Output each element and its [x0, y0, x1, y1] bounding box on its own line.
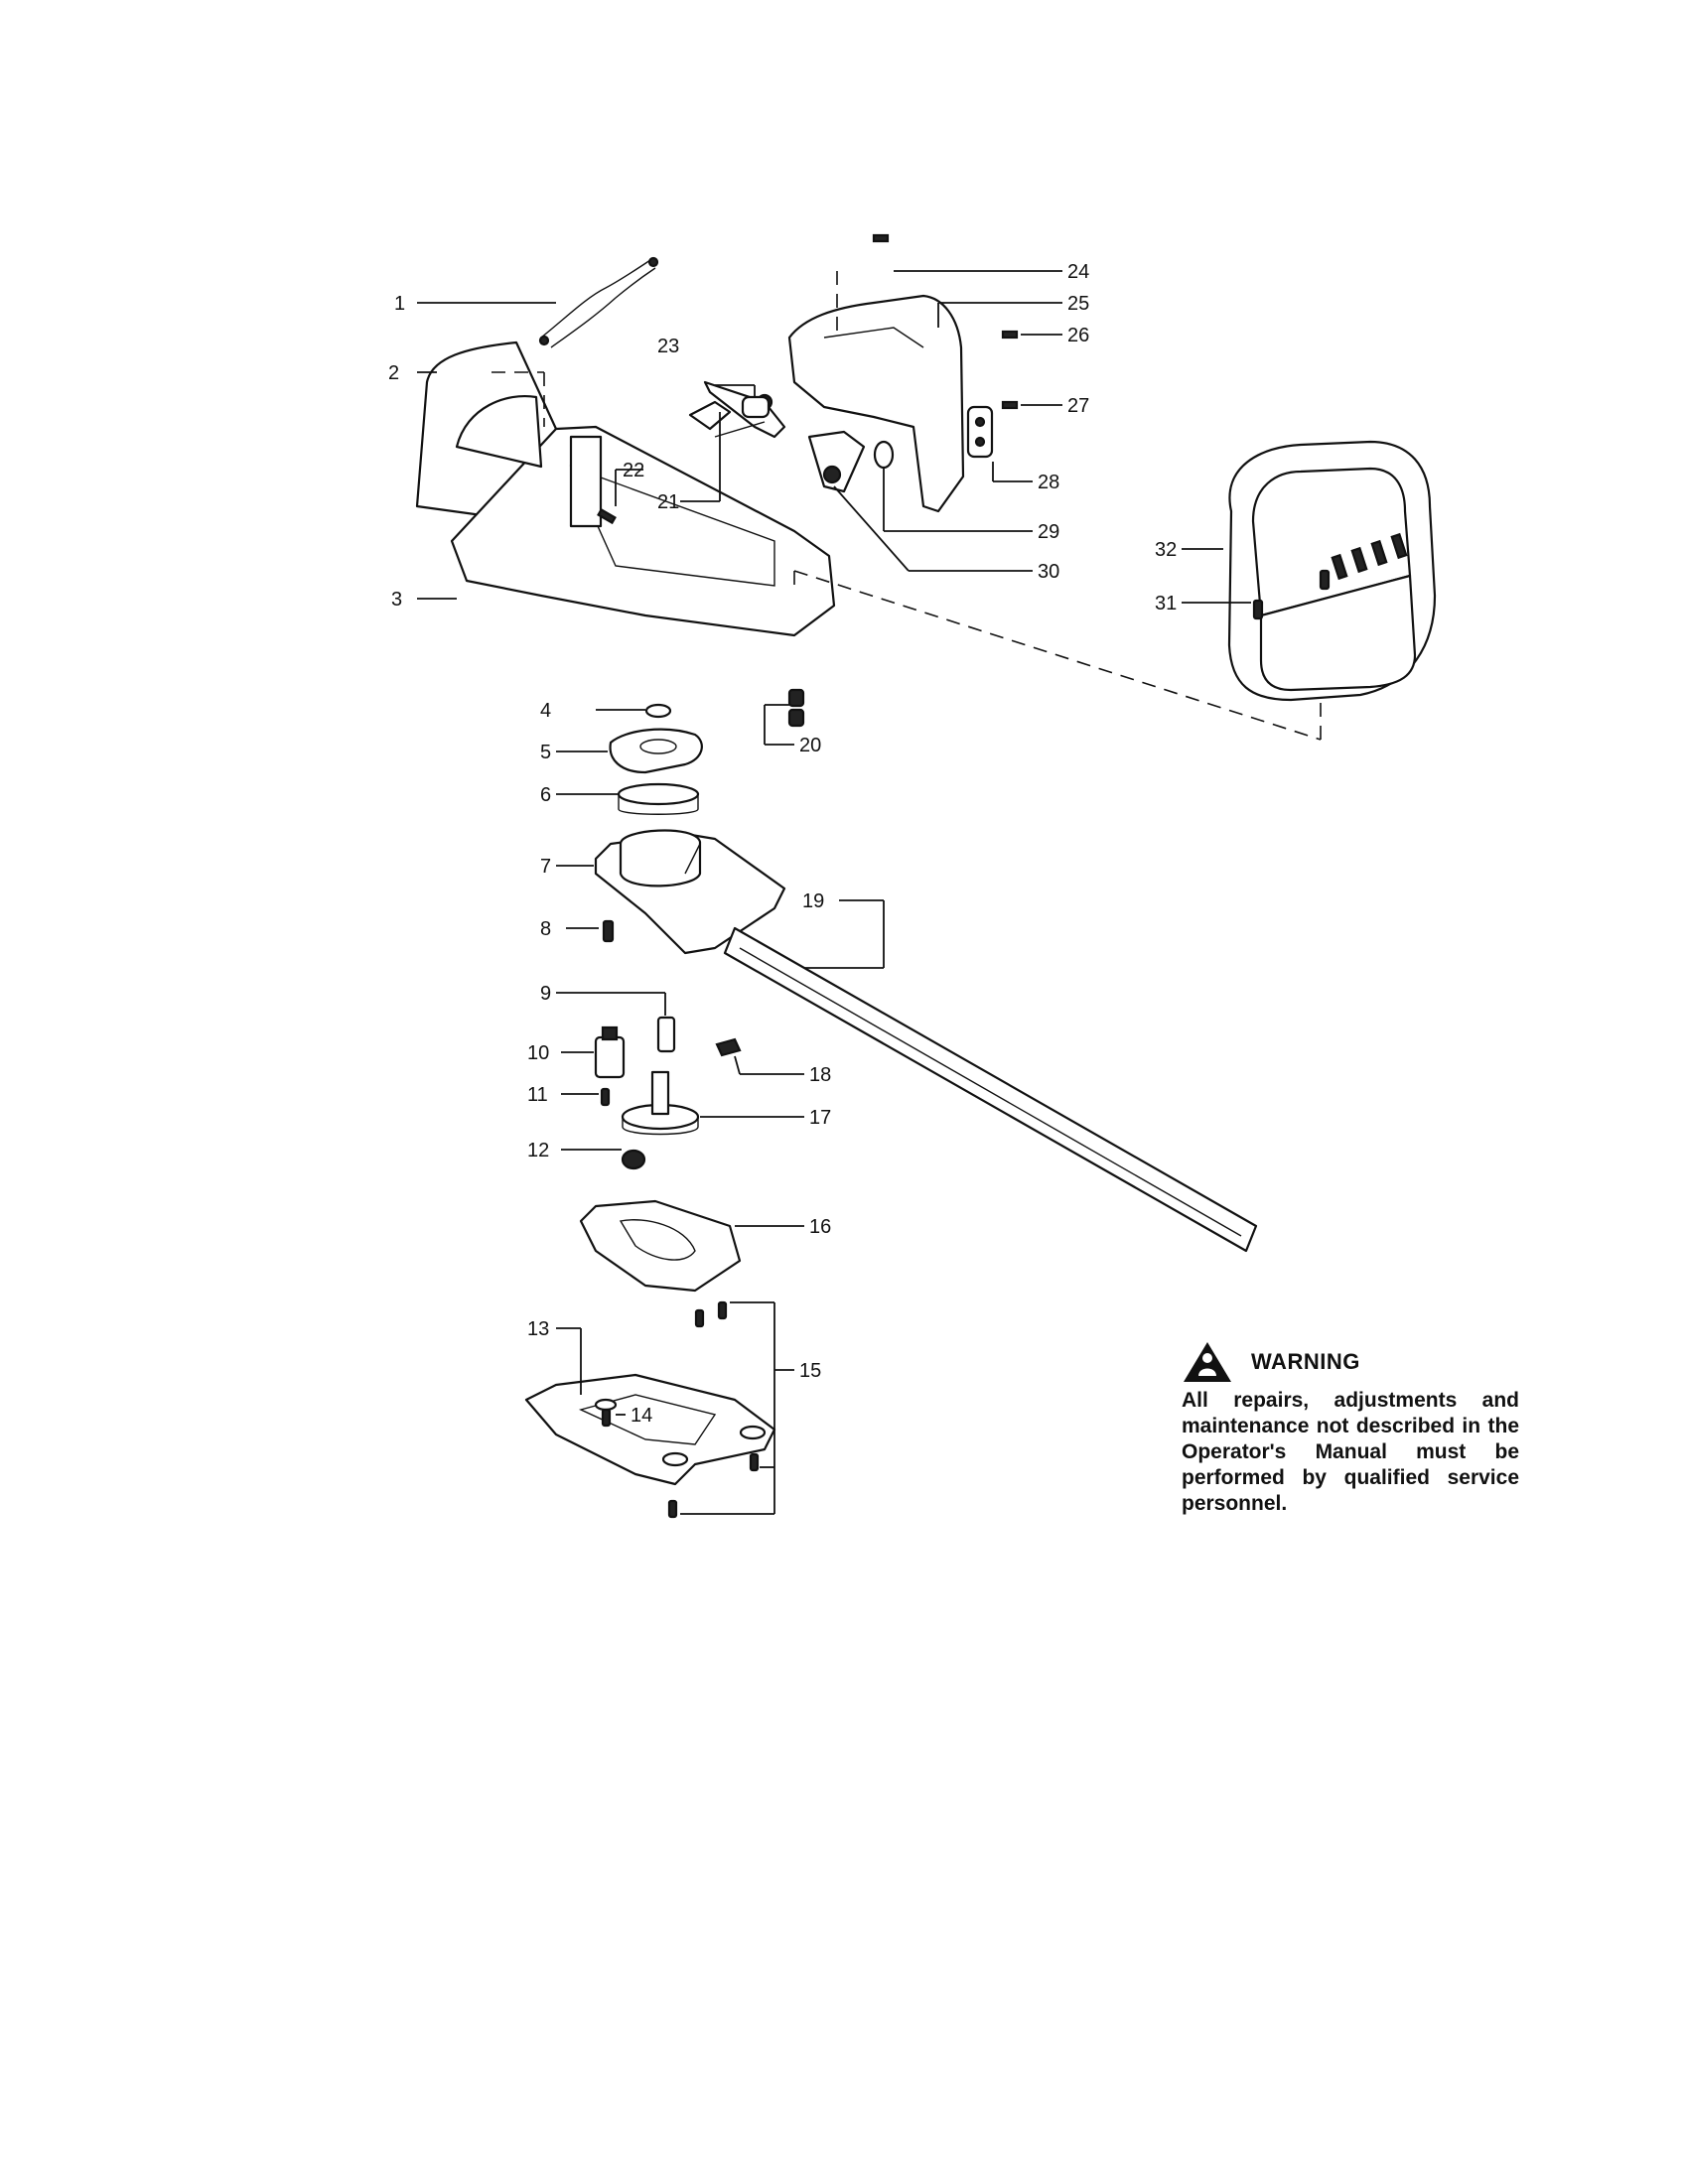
part-trigger	[966, 405, 994, 459]
callout-27: 27	[1067, 395, 1089, 417]
part-screw-14	[601, 1408, 612, 1428]
part-washer	[644, 703, 672, 719]
part-screw-24	[872, 233, 890, 243]
part-bearing-ring	[617, 782, 700, 815]
callout-25: 25	[1067, 293, 1089, 315]
part-pinion	[594, 1025, 626, 1079]
part-spring	[873, 440, 895, 470]
callout-6: 6	[540, 784, 551, 806]
part-bottom-frame	[524, 1373, 776, 1486]
callout-14: 14	[631, 1405, 652, 1427]
part-front-handle	[1227, 440, 1437, 702]
part-screw-8	[602, 919, 615, 943]
warning-header: WARNING	[1182, 1340, 1519, 1384]
part-connecting-link	[715, 1037, 742, 1057]
callout-11: 11	[527, 1084, 548, 1106]
callout-16: 16	[809, 1216, 831, 1238]
callout-30: 30	[1038, 561, 1059, 583]
callout-29: 29	[1038, 521, 1059, 543]
warning-title: WARNING	[1251, 1349, 1360, 1374]
part-screw-11	[600, 1087, 611, 1107]
part-strain-relief	[688, 395, 771, 431]
callout-9: 9	[540, 983, 551, 1005]
callout-2: 2	[388, 362, 399, 384]
callout-12: 12	[527, 1140, 549, 1161]
callout-10: 10	[527, 1042, 549, 1064]
callout-15: 15	[799, 1360, 821, 1382]
part-motor-cover	[787, 294, 965, 513]
callout-labels: 1 2 3 4 5 6 7 8 9 10 11 12 13 14 15 16 1…	[388, 261, 1177, 1427]
callout-20: 20	[799, 735, 821, 756]
callout-28: 28	[1038, 472, 1059, 493]
callout-5: 5	[540, 742, 551, 763]
part-nut	[621, 1149, 646, 1170]
callout-22: 22	[623, 460, 644, 481]
callout-1: 1	[394, 293, 405, 315]
part-screw-15	[667, 1300, 760, 1519]
callout-32: 32	[1155, 539, 1177, 561]
callout-3: 3	[391, 589, 402, 611]
part-screw-31	[1252, 569, 1331, 620]
callout-19: 19	[802, 890, 824, 912]
warning-notice: WARNING All repairs, adjustments and mai…	[1182, 1340, 1519, 1517]
part-screw-27	[1001, 400, 1019, 410]
callout-31: 31	[1155, 593, 1177, 614]
part-pin	[656, 1016, 676, 1053]
warning-triangle-icon	[1184, 1342, 1231, 1382]
callout-23: 23	[657, 336, 679, 357]
part-gear-housing	[594, 829, 786, 955]
callout-21: 21	[657, 491, 679, 513]
part-gear	[621, 1070, 700, 1136]
part-gear-cover	[609, 728, 703, 774]
callout-7: 7	[540, 856, 551, 878]
callout-17: 17	[809, 1107, 831, 1129]
callout-26: 26	[1067, 325, 1089, 346]
callout-24: 24	[1067, 261, 1089, 283]
callout-13: 13	[527, 1318, 549, 1340]
part-blade	[723, 926, 1258, 1253]
part-screw-26	[1001, 330, 1019, 340]
part-rear-handle	[415, 341, 836, 637]
part-screw-22	[597, 507, 617, 525]
part-wire-harness	[538, 256, 659, 348]
warning-text: All repairs, adjustments and maintenance…	[1182, 1389, 1519, 1515]
leader-lines	[417, 270, 1322, 1515]
part-grommet	[787, 688, 805, 728]
callout-8: 8	[540, 918, 551, 940]
part-switch-assembly	[807, 430, 866, 493]
callout-4: 4	[540, 700, 551, 722]
part-plate	[579, 1199, 742, 1293]
callout-18: 18	[809, 1064, 831, 1086]
